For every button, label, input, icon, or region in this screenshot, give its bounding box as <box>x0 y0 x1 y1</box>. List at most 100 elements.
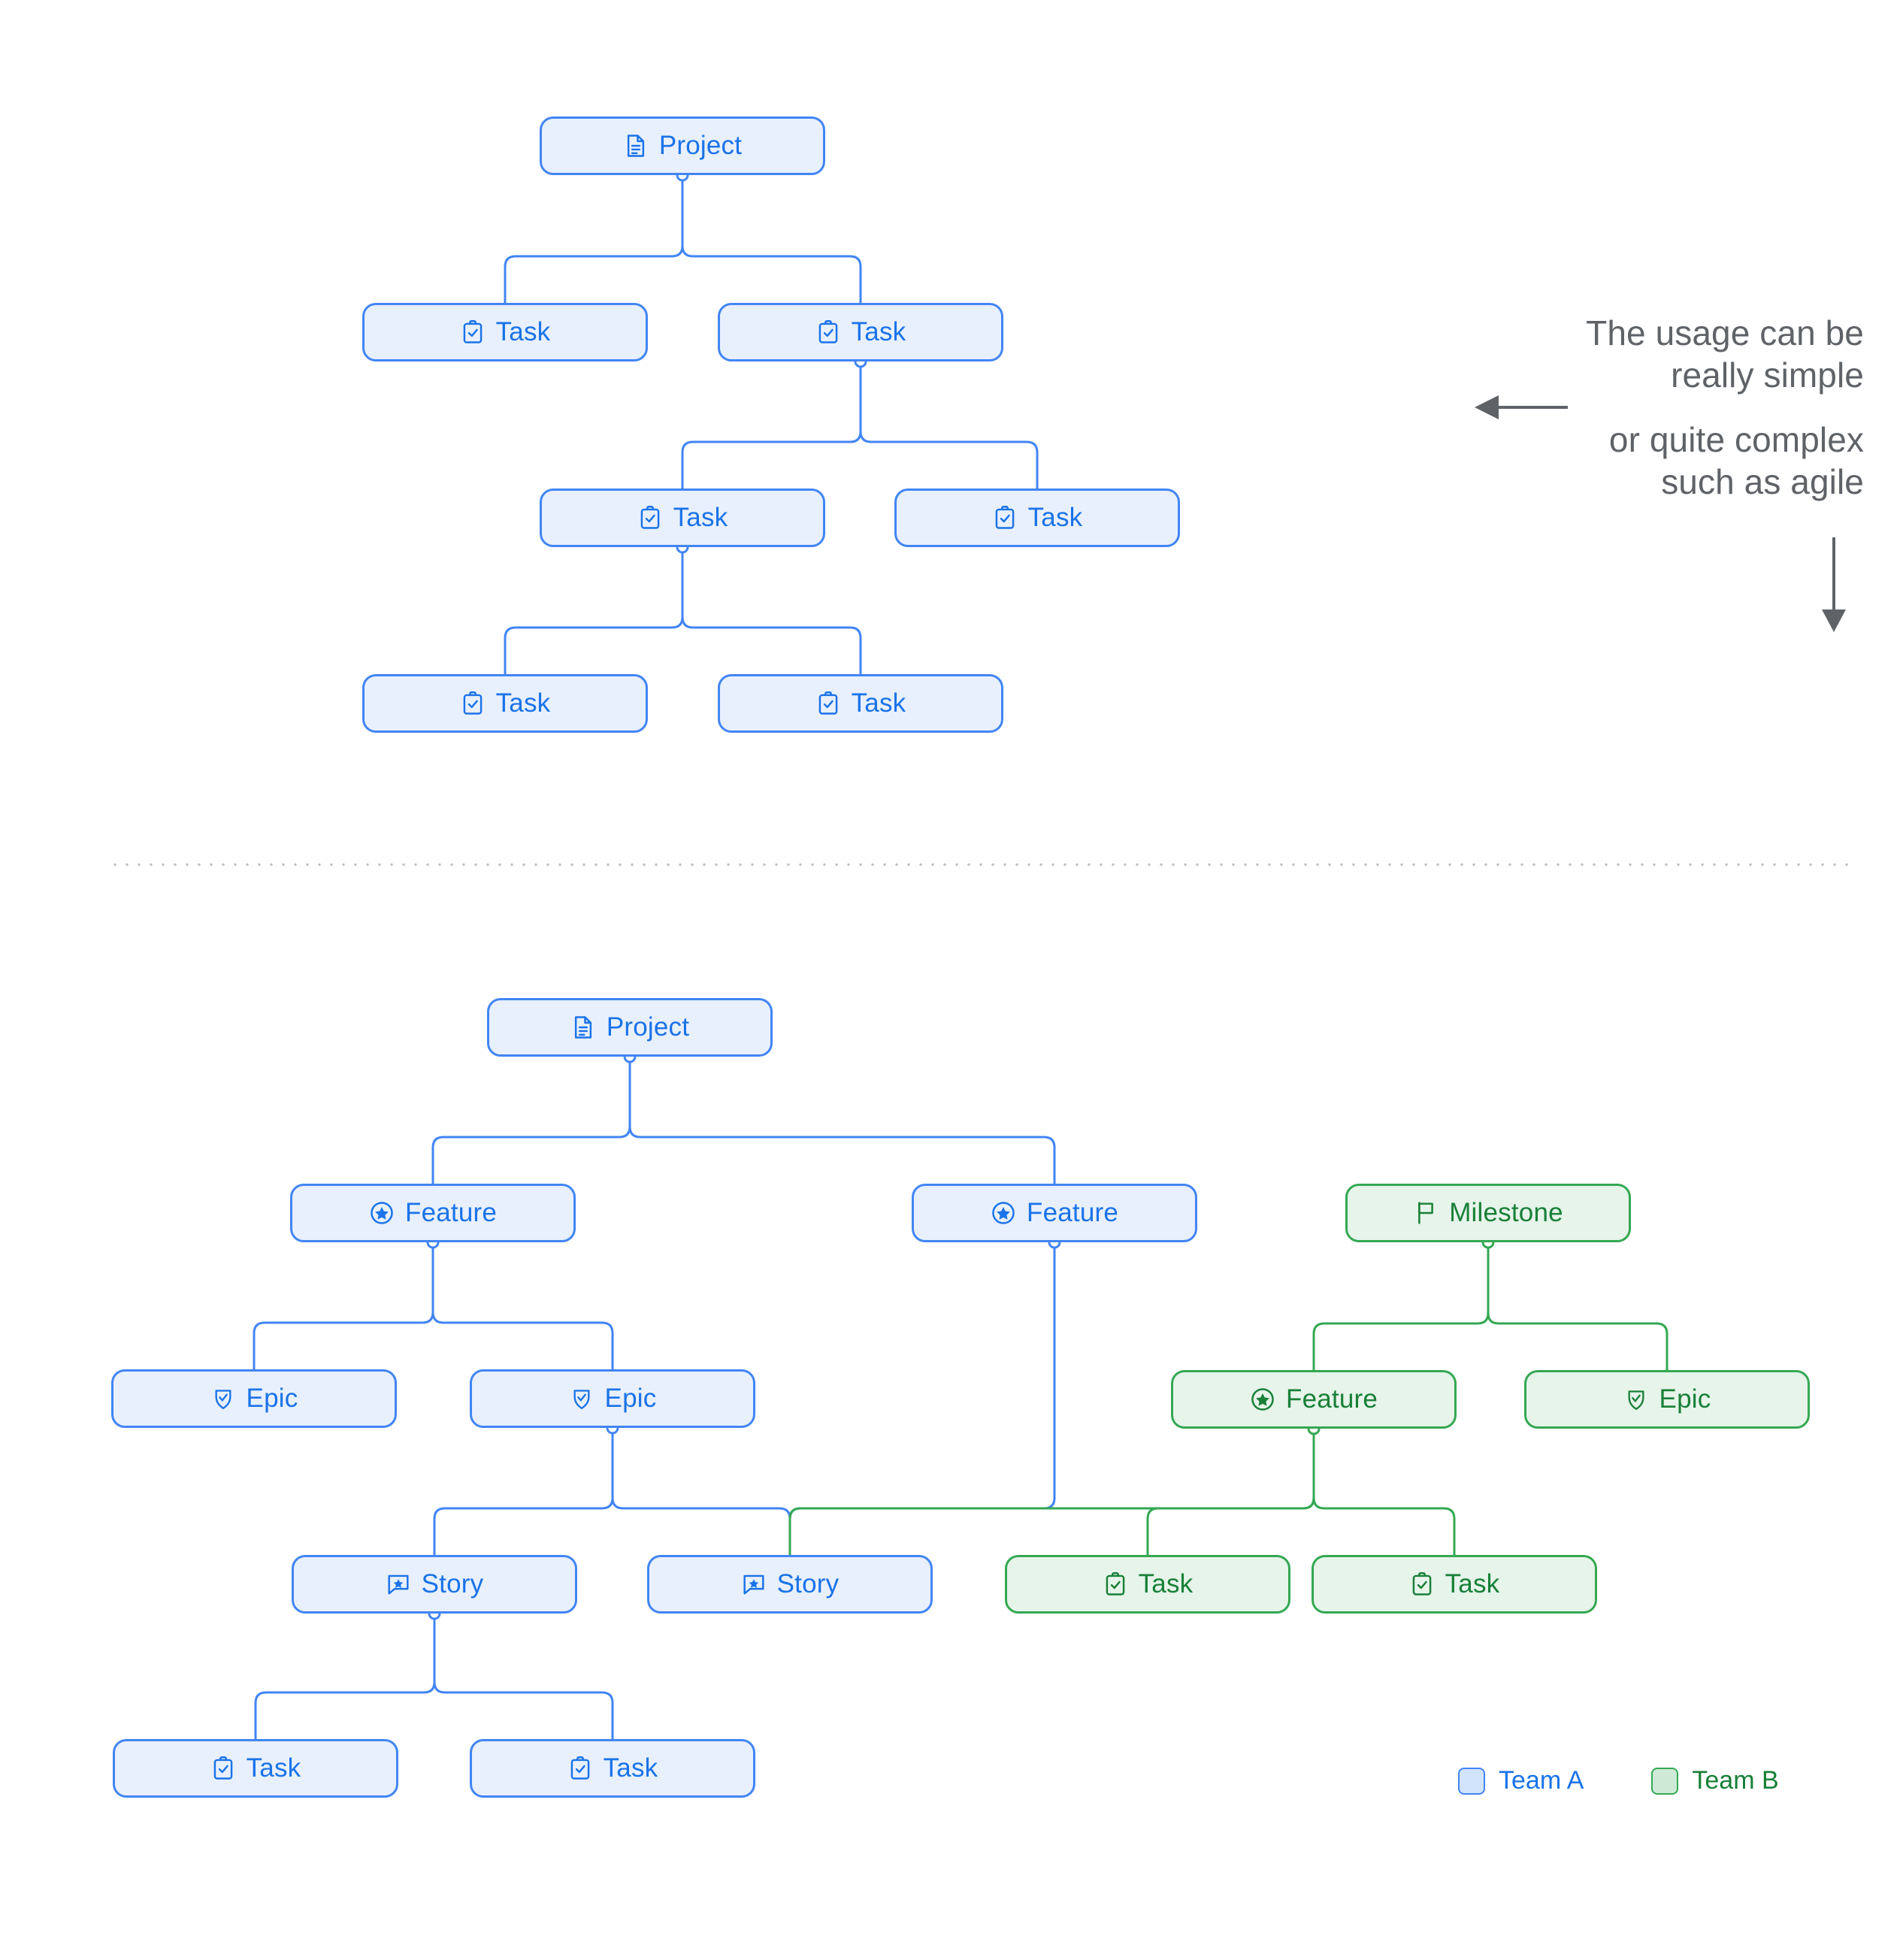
node-label: Epic <box>1659 1384 1711 1414</box>
clipboard-check-icon <box>637 505 663 531</box>
connector-a-project-to-a-feature-2 <box>628 1057 1056 1184</box>
node-feature[interactable]: Feature <box>912 1184 1197 1242</box>
shield-check-icon <box>210 1386 236 1411</box>
node-task[interactable]: Task <box>362 674 648 733</box>
node-task[interactable]: Task <box>540 488 825 547</box>
connector-s-project-to-s-task-1 <box>504 175 684 303</box>
node-label: Task <box>495 316 551 346</box>
legend-item-team-b[interactable]: Team B <box>1651 1766 1779 1795</box>
arrow-down-icon <box>1822 537 1846 632</box>
node-project[interactable]: Project <box>540 116 825 175</box>
shield-check-icon <box>1623 1387 1649 1412</box>
node-label: Feature <box>1026 1197 1119 1227</box>
annotation-line-2: really simple <box>1671 355 1864 395</box>
connector-a-feature-1-to-a-epic-1 <box>253 1242 434 1369</box>
node-task[interactable]: Task <box>470 1739 755 1798</box>
node-task[interactable]: Task <box>362 303 648 361</box>
node-epic[interactable]: Epic <box>111 1369 397 1428</box>
star-circle-icon <box>991 1200 1016 1226</box>
connector-a-feature-3-to-a-task-g2 <box>1312 1429 1456 1555</box>
connector-a-feature-3-to-a-task-g1 <box>1146 1429 1315 1555</box>
connector-a-milestone-to-a-feature-3 <box>1312 1242 1490 1370</box>
node-label: Epic <box>246 1383 298 1413</box>
node-label: Task <box>603 1753 658 1783</box>
star-circle-icon <box>369 1200 395 1226</box>
clipboard-check-icon <box>815 691 841 716</box>
connector-s-task-2-to-s-task-3 <box>681 361 862 488</box>
clipboard-check-icon <box>1103 1571 1128 1597</box>
node-project[interactable]: Project <box>487 998 773 1057</box>
node-task[interactable]: Task <box>894 488 1180 547</box>
clipboard-check-icon <box>1409 1571 1435 1597</box>
node-label: Task <box>851 688 906 718</box>
clipboard-check-icon <box>460 319 486 345</box>
node-story[interactable]: Story <box>647 1555 933 1614</box>
node-label: Task <box>851 316 906 346</box>
connector-a-feature-2-to-a-story-2 <box>788 1242 1056 1555</box>
node-label: Milestone <box>1449 1197 1563 1227</box>
legend-swatch-blue <box>1458 1767 1485 1795</box>
node-label: Project <box>658 130 743 160</box>
annotation-line-3: or quite complex <box>1608 420 1864 460</box>
node-label: Task <box>495 688 551 718</box>
legend-item-team-a[interactable]: Team A <box>1458 1766 1584 1795</box>
node-task[interactable]: Task <box>113 1739 398 1798</box>
node-label: Story <box>421 1568 484 1599</box>
connector-s-task-3-to-s-task-5 <box>504 547 684 674</box>
node-epic[interactable]: Epic <box>1524 1370 1810 1429</box>
clipboard-check-icon <box>460 691 486 716</box>
node-story[interactable]: Story <box>292 1555 577 1614</box>
clipboard-check-icon <box>815 319 841 345</box>
node-feature[interactable]: Feature <box>1171 1370 1457 1429</box>
annotation-line-4: such as agile <box>1661 462 1864 502</box>
node-label: Epic <box>604 1383 657 1413</box>
legend: Team A Team B <box>1458 1766 1779 1795</box>
node-feature[interactable]: Feature <box>290 1184 576 1242</box>
flag-icon <box>1413 1200 1439 1226</box>
clipboard-check-icon <box>992 505 1018 531</box>
connector-a-story-1-to-a-task-b1 <box>254 1614 436 1739</box>
node-label: Task <box>1027 502 1083 532</box>
annotation-text: The usage can be really simple or quite … <box>1586 312 1864 503</box>
node-label: Task <box>246 1753 301 1783</box>
connector-a-epic-2-to-a-story-1 <box>433 1428 614 1555</box>
chat-star-icon <box>386 1571 411 1597</box>
legend-label: Team A <box>1499 1766 1584 1795</box>
connector-a-project-to-a-feature-1 <box>431 1057 631 1184</box>
connector-a-feature-3-to-a-story-2 <box>788 1429 1315 1555</box>
connector-a-milestone-to-a-epic-3 <box>1487 1242 1669 1370</box>
node-milestone[interactable]: Milestone <box>1345 1184 1631 1242</box>
document-icon <box>623 133 649 159</box>
legend-swatch-green <box>1651 1767 1679 1795</box>
node-label: Story <box>776 1568 840 1599</box>
node-task[interactable]: Task <box>1312 1555 1597 1614</box>
annotation-line-1: The usage can be <box>1586 313 1864 352</box>
clipboard-check-icon <box>210 1756 236 1781</box>
node-label: Feature <box>1285 1384 1378 1414</box>
connector-a-epic-2-to-a-story-2 <box>611 1428 791 1555</box>
star-circle-icon <box>1250 1387 1275 1412</box>
connector-a-feature-1-to-a-epic-2 <box>431 1242 614 1369</box>
chat-star-icon <box>741 1571 767 1597</box>
connector-s-task-2-to-s-task-4 <box>859 361 1039 488</box>
node-label: Feature <box>404 1197 498 1227</box>
connector-a-story-1-to-a-task-b2 <box>433 1614 614 1739</box>
node-label: Task <box>1138 1568 1194 1599</box>
connector-s-task-3-to-s-task-6 <box>681 547 862 674</box>
node-task[interactable]: Task <box>718 303 1003 361</box>
arrow-left-icon <box>1475 395 1569 420</box>
annotation-callout: The usage can be really simple or quite … <box>1413 312 1864 632</box>
connector-s-project-to-s-task-2 <box>681 175 862 303</box>
document-icon <box>570 1015 596 1040</box>
section-divider <box>109 863 1854 867</box>
clipboard-check-icon <box>567 1756 593 1781</box>
node-task[interactable]: Task <box>718 674 1003 733</box>
legend-label: Team B <box>1692 1766 1779 1795</box>
node-label: Task <box>1445 1568 1500 1599</box>
node-task[interactable]: Task <box>1005 1555 1290 1614</box>
node-label: Project <box>606 1012 690 1042</box>
node-epic[interactable]: Epic <box>470 1369 755 1428</box>
node-label: Task <box>673 502 728 532</box>
